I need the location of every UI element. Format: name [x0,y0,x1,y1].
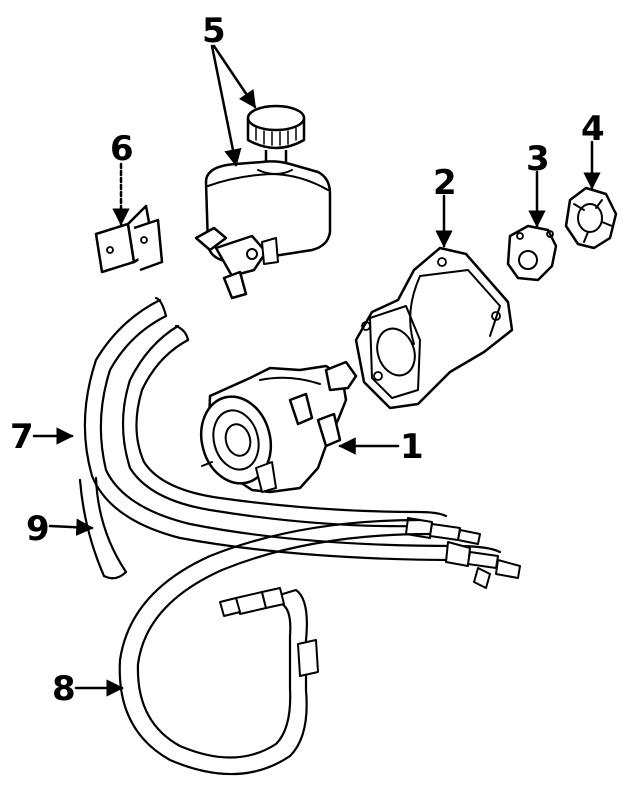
part-1-pump [199,360,358,494]
part-7-hose [83,296,521,589]
callout-5: 5 [202,11,226,51]
callout-3: 3 [526,139,550,179]
leader-5b [210,44,242,167]
callout-6: 6 [110,129,134,169]
callout-7: 7 [10,417,34,457]
part-2-housing [354,246,514,410]
callout-8: 8 [52,669,76,709]
part-4-coupling [564,186,618,250]
leader-5a [212,44,257,109]
leader-lines [32,44,601,697]
part-5-reservoir [194,104,332,300]
callout-9: 9 [26,509,50,549]
part-3-plate [506,224,558,282]
callout-1: 1 [400,427,424,467]
part-6-bracket [94,204,164,274]
callout-labels: 1 2 3 4 5 6 7 8 9 [10,11,605,709]
callout-4: 4 [581,109,605,149]
callout-2: 2 [433,163,457,203]
part-8-hose [118,518,432,776]
leader-9 [48,518,94,536]
